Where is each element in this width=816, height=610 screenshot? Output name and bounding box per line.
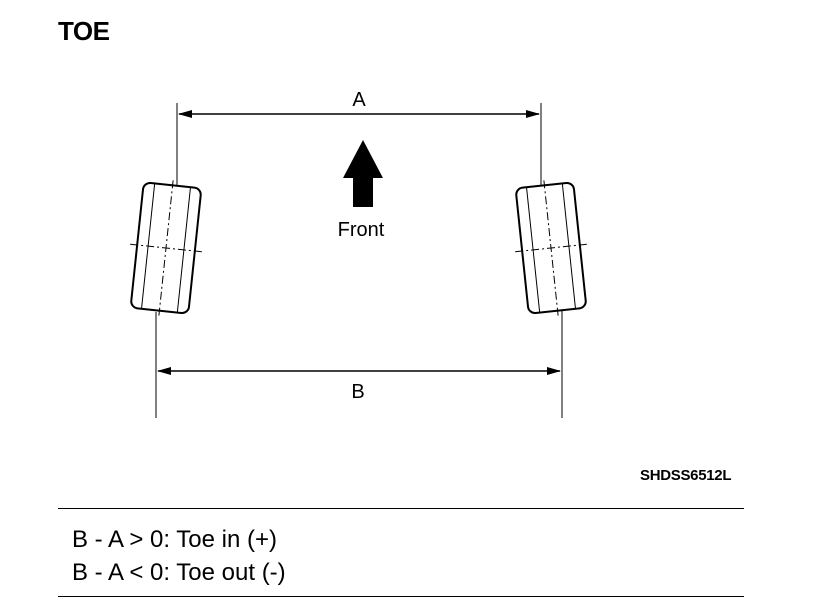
divider-top xyxy=(58,508,744,509)
diagram-title: TOE xyxy=(58,16,110,46)
formula-toe-out: B - A < 0: Toe out (-) xyxy=(72,559,286,586)
right-wheel-axle-line xyxy=(515,243,587,253)
figure-code: SHDSS6512L xyxy=(640,467,732,484)
dimension-b: B xyxy=(155,310,563,418)
divider-bottom xyxy=(58,596,744,597)
front-arrow-icon xyxy=(343,140,383,207)
dimension-a-label: A xyxy=(352,89,366,111)
front-indicator: Front xyxy=(338,140,385,241)
dimension-a: A xyxy=(176,89,542,187)
left-wheel-axle-line xyxy=(130,243,202,253)
left-wheel xyxy=(130,180,202,316)
front-label: Front xyxy=(338,219,385,241)
formula-toe-in: B - A > 0: Toe in (+) xyxy=(72,526,278,553)
right-wheel xyxy=(515,180,587,316)
dimension-b-label: B xyxy=(351,381,364,403)
